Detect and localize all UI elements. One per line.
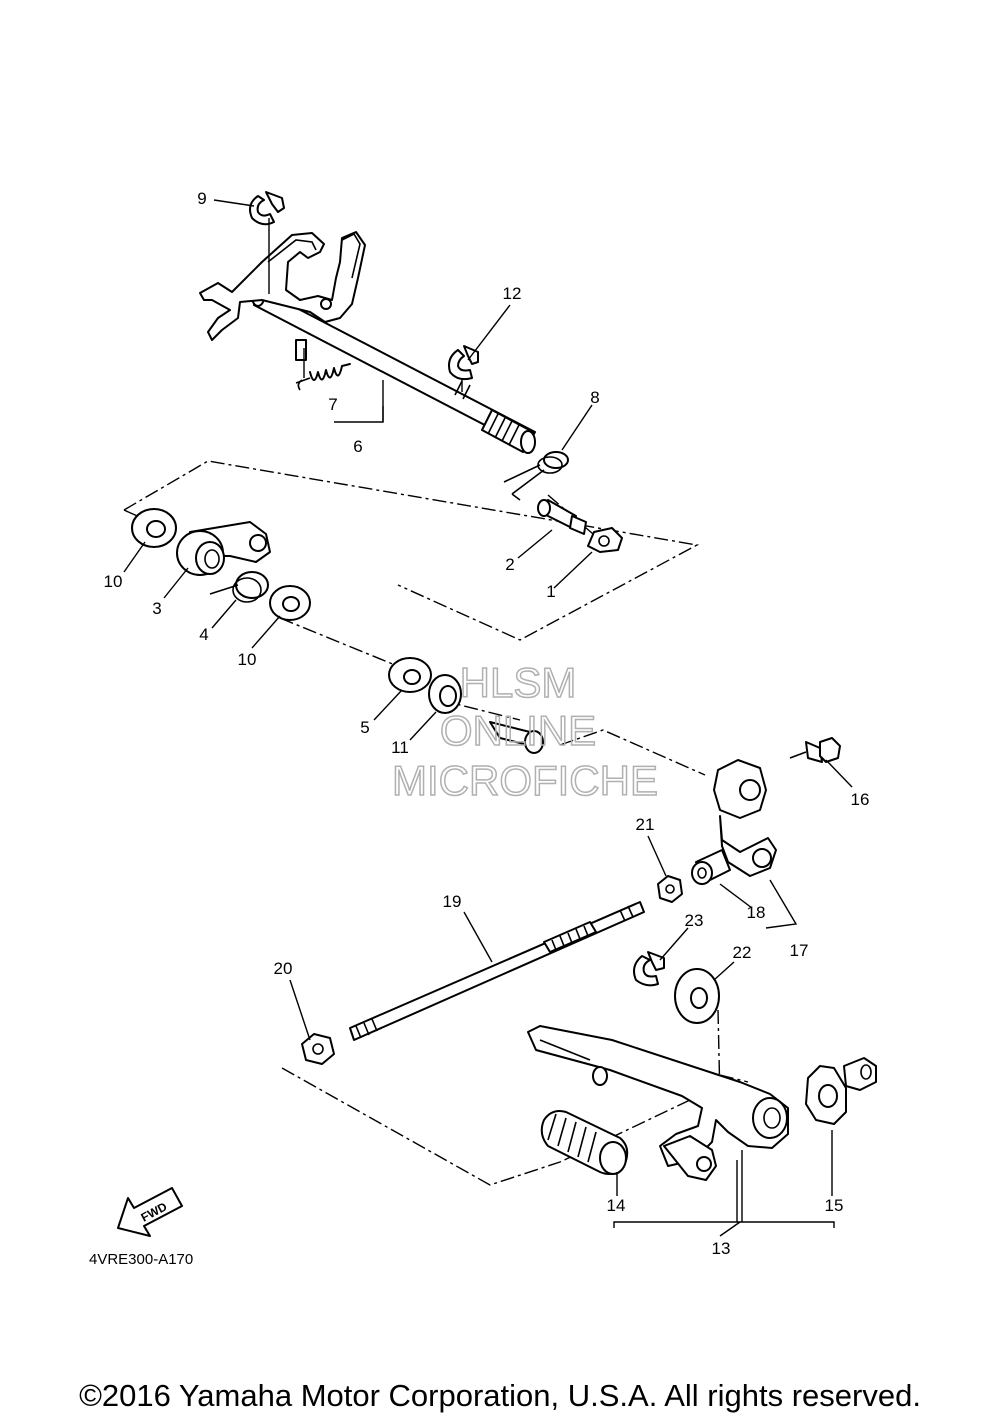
washer-part-22[interactable] [674,968,720,1024]
bolt-part-2[interactable] [537,499,587,535]
tie-rod-part-19[interactable] [349,901,645,1041]
bolt-part-16[interactable] [789,737,841,763]
callout-17[interactable]: 17 [790,941,809,960]
leader-lines [123,199,853,1237]
watermark-line-1: HLSM [460,659,577,706]
pedal-bolt-part-15[interactable] [805,1057,877,1125]
watermark: HLSM ONLINE MICROFICHE [391,658,659,805]
callout-5[interactable]: 5 [360,718,369,737]
callout-10-lower[interactable]: 10 [238,650,257,669]
callout-12[interactable]: 12 [503,284,522,303]
watermark-line-3: MICROFICHE [392,757,658,804]
callout-14[interactable]: 14 [607,1196,626,1215]
callout-6[interactable]: 6 [353,437,362,456]
nut-part-20[interactable] [301,1033,335,1065]
circlip-part-12[interactable] [448,345,479,381]
callout-4[interactable]: 4 [199,625,208,644]
callout-13[interactable]: 13 [712,1239,731,1258]
segment-lever-part-3[interactable] [176,521,271,576]
callout-1[interactable]: 1 [546,582,555,601]
callout-numbers: 9 12 8 7 6 2 1 10 3 4 10 5 11 16 21 18 1… [104,189,870,1258]
callout-7[interactable]: 7 [328,395,337,414]
washer-part-10-upper[interactable] [131,508,177,548]
callout-9[interactable]: 9 [197,189,206,208]
stopper-part-1[interactable] [587,527,623,553]
callout-23[interactable]: 23 [685,911,704,930]
diagram-code: 4VRE300-A170 [89,1251,193,1268]
shift-arm-joint-part-17[interactable] [713,759,777,877]
spring-part-4[interactable] [209,571,269,603]
watermark-line-2: ONLINE [440,707,596,754]
callout-22[interactable]: 22 [733,943,752,962]
callout-10-upper[interactable]: 10 [104,572,123,591]
callout-20[interactable]: 20 [274,959,293,978]
callout-11[interactable]: 11 [391,738,409,757]
nut-part-21[interactable] [657,875,683,903]
callout-2[interactable]: 2 [505,555,514,574]
callout-8[interactable]: 8 [590,388,599,407]
circlip-part-9[interactable] [249,191,285,226]
copyright-notice: ©2016 Yamaha Motor Corporation, U.S.A. A… [79,1378,921,1413]
circlip-part-23[interactable] [633,951,665,987]
shift-shaft-part-6[interactable] [199,231,536,454]
callout-18[interactable]: 18 [747,903,766,922]
pivot-part-18[interactable] [691,849,731,885]
washer-part-10-lower[interactable] [269,585,311,621]
collar-part-5[interactable] [388,657,432,693]
torsion-spring-part-8[interactable] [503,451,569,501]
callout-3[interactable]: 3 [152,599,161,618]
callout-16[interactable]: 16 [851,790,870,809]
callout-15[interactable]: 15 [825,1196,844,1215]
shift-pedal-part-13[interactable] [527,1025,789,1181]
spring-part-7[interactable] [295,363,351,391]
fwd-arrow-icon: FWD [117,1187,183,1237]
oil-seal-part-11[interactable] [428,674,462,714]
shaft-end-piece [489,721,544,754]
assembly-outline-upper [123,460,706,776]
callout-19[interactable]: 19 [443,892,462,911]
callout-21[interactable]: 21 [636,815,655,834]
pedal-rubber-part-14[interactable] [540,1110,629,1175]
